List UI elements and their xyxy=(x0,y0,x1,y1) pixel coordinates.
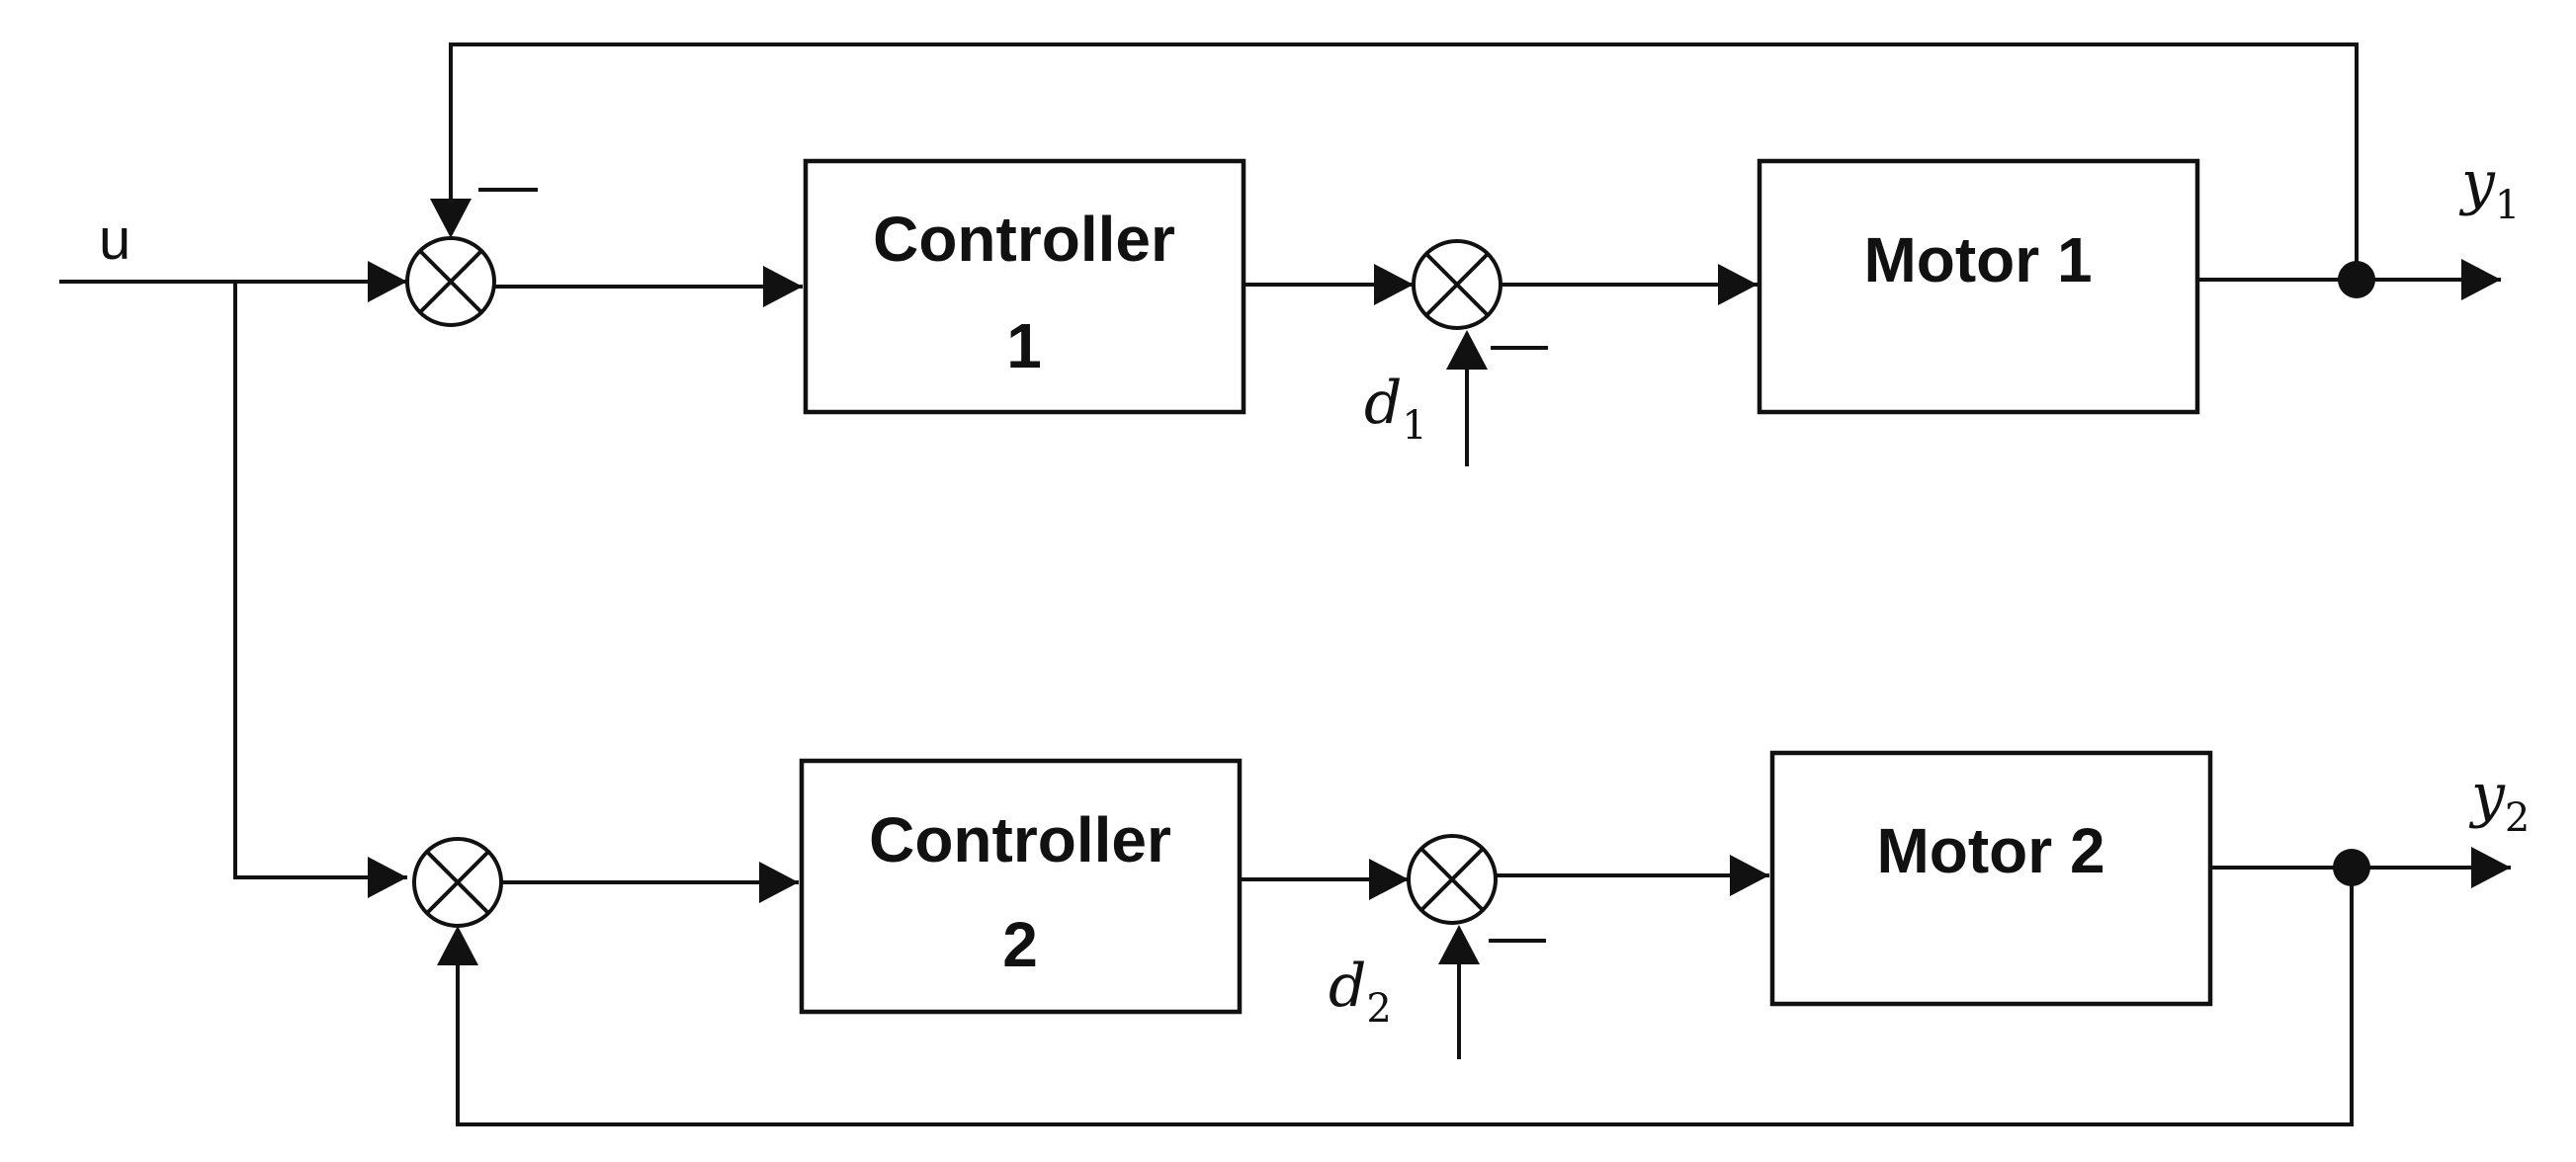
output-2-label: y2 xyxy=(2468,761,2530,841)
feedback-1-line xyxy=(449,42,2359,280)
arrow-to-controller-2 xyxy=(759,862,799,903)
input-branch-line xyxy=(233,282,407,879)
summing-junction-4 xyxy=(1407,834,1498,925)
controller-2-title: Controller xyxy=(869,804,1171,875)
arrow-output-2 xyxy=(2471,847,2511,888)
motor-1-block: Motor 1 xyxy=(1757,158,2200,415)
arrow-to-sum-2 xyxy=(1374,264,1414,305)
controller-1-number: 1 xyxy=(1006,310,1042,381)
summing-junction-3 xyxy=(412,837,503,928)
arrow-to-controller-1 xyxy=(763,266,803,307)
arrow-output-1 xyxy=(2461,259,2501,300)
disturbance-1-label: d1 xyxy=(1364,369,1427,449)
feedback-2-line xyxy=(456,868,2354,1126)
controller-2-number: 2 xyxy=(1002,909,1038,980)
arrow-feedback-1 xyxy=(430,199,472,238)
summing-junction-2 xyxy=(1412,239,1503,330)
arrow-to-motor-2 xyxy=(1730,855,1769,896)
motor-2-label: Motor 2 xyxy=(1876,815,2104,886)
arrow-feedback-2 xyxy=(437,926,478,965)
disturbance-2-label: d2 xyxy=(1329,952,1392,1032)
arrow-disturbance-2 xyxy=(1438,925,1480,964)
controller-1-block: Controller 1 xyxy=(803,158,1246,415)
motor-1-label: Motor 1 xyxy=(1863,224,2092,295)
summing-junction-1 xyxy=(405,236,496,327)
output-1-label: y1 xyxy=(2458,148,2520,228)
arrow-to-sum-4 xyxy=(1369,859,1409,900)
controller-2-block: Controller 2 xyxy=(799,758,1243,1015)
input-label: u xyxy=(99,208,130,272)
motor-2-block: Motor 2 xyxy=(1769,750,2213,1007)
arrow-disturbance-1 xyxy=(1446,330,1488,370)
arrow-to-sum-1 xyxy=(368,261,407,302)
controller-1-title: Controller xyxy=(873,204,1175,275)
arrow-to-motor-1 xyxy=(1718,264,1758,305)
arrow-to-sum-3 xyxy=(368,857,407,898)
